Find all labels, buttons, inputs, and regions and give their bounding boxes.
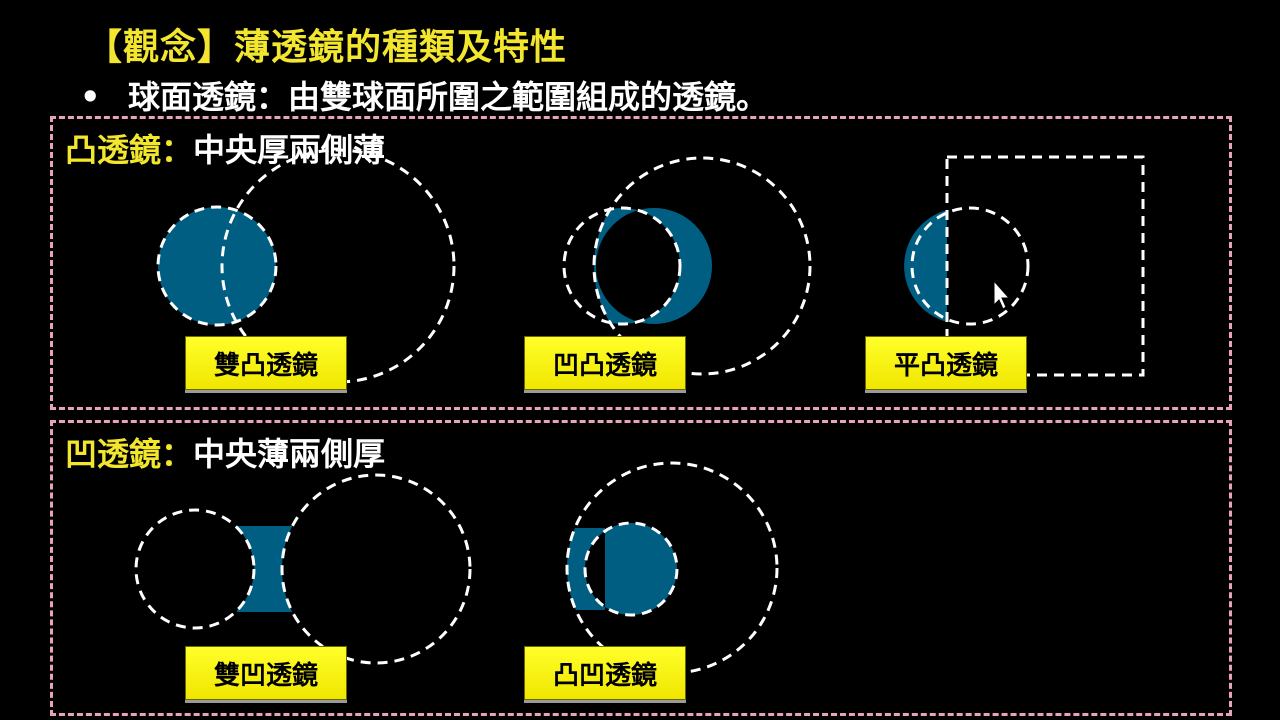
meniscus-concave-lens-shape	[567, 523, 677, 615]
plano-convex-lens-shape	[904, 210, 947, 322]
page-title: 【觀念】薄透鏡的種類及特性	[86, 27, 568, 68]
mouse-pointer-icon	[993, 279, 1011, 310]
convex-keyword: 凸透鏡	[65, 131, 162, 169]
meniscus-convex-large-sphere	[592, 156, 812, 376]
bullet-text: 球面透鏡：由雙球面所圍之範圍組成的透鏡。	[128, 78, 769, 116]
label-convex-concave: 凸凹透鏡	[524, 646, 686, 700]
biconvex-small-sphere	[156, 205, 278, 327]
biconvex-lens-diagram	[156, 148, 456, 384]
meniscus-concave-large-sphere	[565, 461, 779, 675]
concave-lens-section: 凹透鏡：中央薄兩側厚	[50, 420, 1232, 716]
meniscus-concave-lens-diagram	[565, 461, 779, 675]
plano-convex-plane-box	[945, 155, 1145, 377]
biconvex-large-sphere	[220, 148, 456, 384]
bullet-dot: •	[80, 78, 101, 116]
biconvex-lens-shape	[158, 207, 276, 325]
biconcave-lens-shape	[237, 526, 293, 612]
biconcave-lens-diagram	[134, 473, 472, 665]
concave-heading: 凹透鏡：中央薄兩側厚	[65, 429, 385, 475]
meniscus-convex-lens-shape	[594, 208, 712, 324]
label-biconvex: 雙凸透鏡	[185, 336, 347, 390]
plano-convex-sphere	[910, 206, 1030, 326]
meniscus-convex-lens-diagram	[562, 156, 812, 376]
label-biconcave: 雙凹透鏡	[185, 646, 347, 700]
label-concave-convex: 凹凸透鏡	[524, 336, 686, 390]
meniscus-concave-small-sphere	[583, 521, 679, 617]
bullet-definition: • 球面透鏡：由雙球面所圍之範圍組成的透鏡。	[80, 72, 768, 118]
label-plano-convex: 平凸透鏡	[865, 336, 1027, 390]
concave-description: 中央薄兩側厚	[193, 435, 386, 473]
concave-colon: ：	[161, 435, 194, 473]
concave-keyword: 凹透鏡	[65, 435, 162, 473]
plano-convex-lens-diagram	[904, 155, 1145, 377]
convex-colon: ：	[161, 131, 194, 169]
biconcave-right-sphere	[280, 473, 472, 665]
meniscus-convex-small-sphere	[562, 206, 682, 326]
biconcave-left-sphere	[134, 508, 256, 630]
